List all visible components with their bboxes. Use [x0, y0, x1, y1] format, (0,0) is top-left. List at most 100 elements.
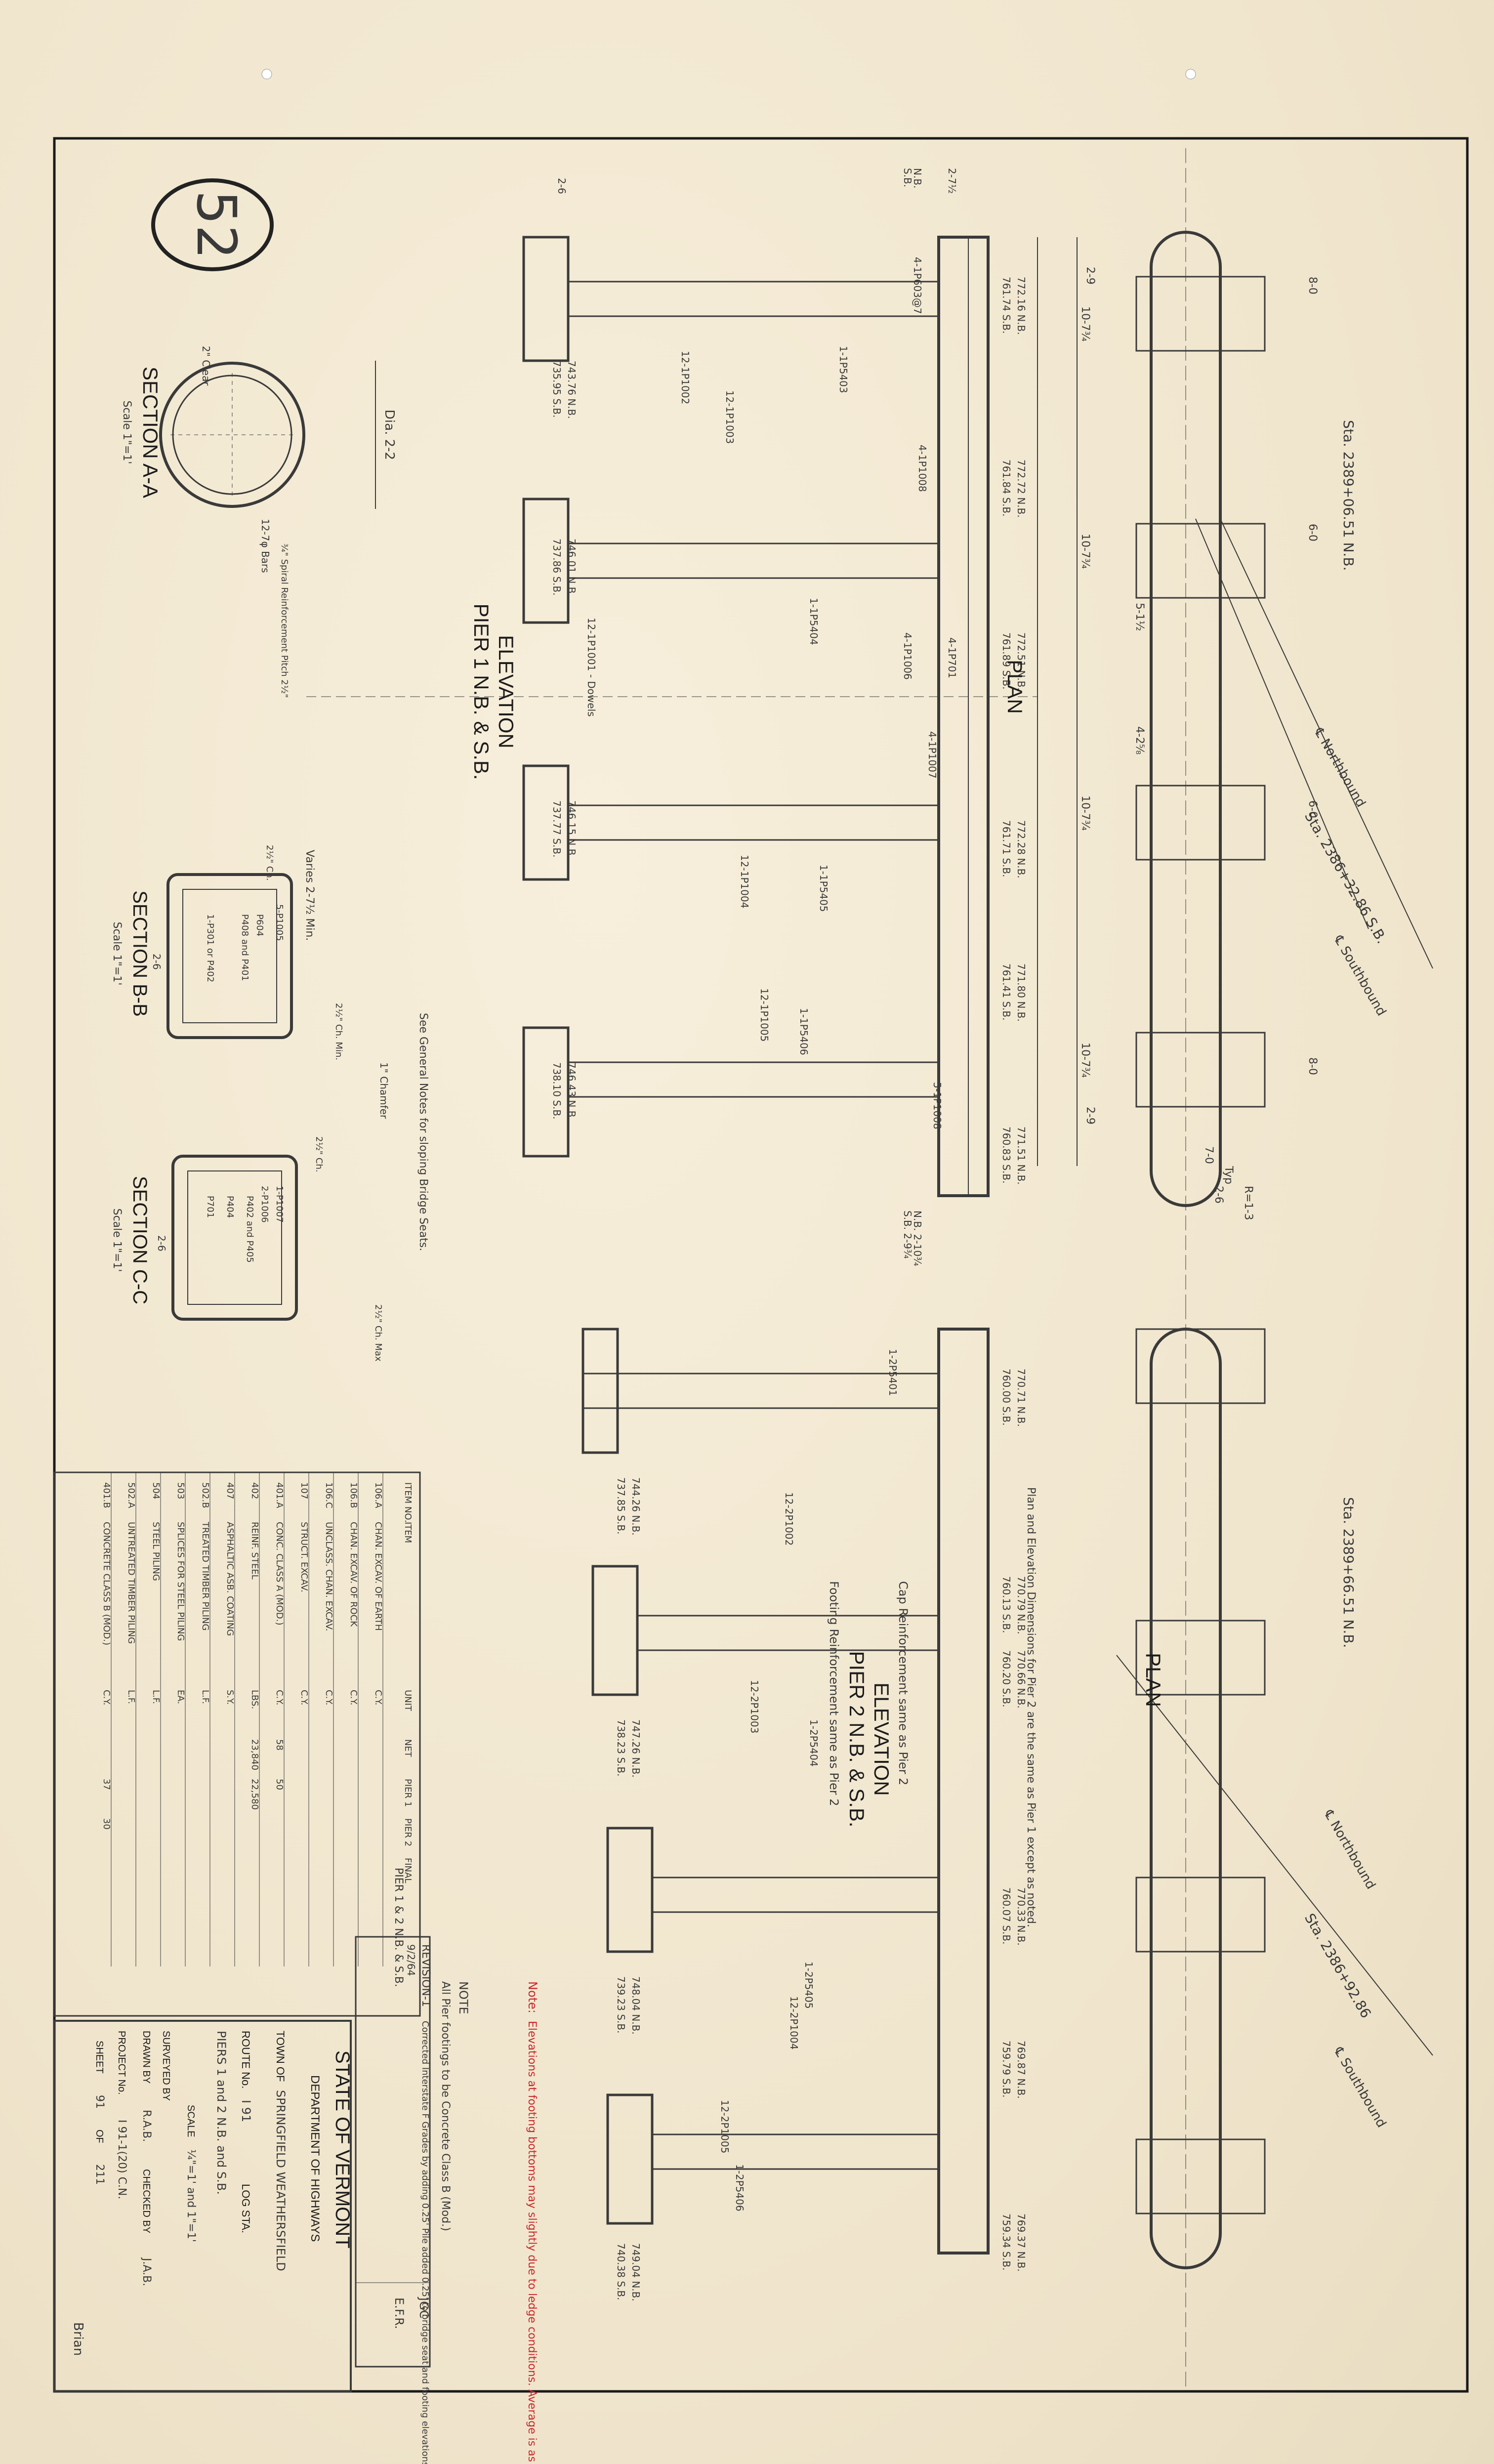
- section-aa-scale: Scale 1"=1': [121, 401, 133, 464]
- section-bb-note: 5-P1005: [274, 904, 285, 941]
- elevation-pier2-subtitle: PIER 2 N.B. & S.B.: [845, 1651, 869, 1827]
- log-label: LOG STA.: [240, 2184, 252, 2233]
- dimension-label: 2-6: [1212, 1186, 1225, 1204]
- bar-callout: 4-1P1008: [916, 445, 928, 492]
- dimension-label: 10-7¾: [1079, 306, 1091, 341]
- bar-callout: 4-1P701: [946, 637, 958, 678]
- elevation-value: 749.04 N.B.: [630, 2243, 642, 2301]
- bar-callout: 12-2P1004: [788, 1996, 800, 2049]
- station-nb: Sta. 2389+06.51 N.B.: [1340, 420, 1357, 571]
- dim-label: N.B.: [912, 168, 923, 188]
- southbound-label: ℄ Southbound: [1330, 933, 1389, 1019]
- surveyed-label: SURVEYED BY: [161, 2031, 171, 2101]
- bar-callout: 12-1P1004: [739, 855, 750, 908]
- dimension-label: 2-9: [1084, 267, 1096, 285]
- bar-callout: 4-1P1007: [926, 731, 938, 779]
- section-aa-note: 12-7φ Bars: [259, 519, 271, 573]
- dimension-label: R=1-3: [1242, 1186, 1254, 1220]
- dimension-label: 8-0: [1306, 1057, 1319, 1075]
- item-name: REINF. STEEL: [249, 1522, 260, 1580]
- dimension-label: 6-0: [1306, 800, 1319, 818]
- dim-label: S.B.: [902, 168, 913, 187]
- section-cc-note: P404: [225, 1196, 235, 1218]
- section-bb-title: SECTION B-B: [129, 890, 151, 1017]
- bar-callout: 12-1P1002: [679, 351, 691, 404]
- section-bb-note: P604: [254, 914, 265, 936]
- title-block: STATE OF VERMONT DEPARTMENT OF HIGHWAYS …: [53, 2020, 353, 2392]
- elevation-value: 746.15 N.B.: [566, 800, 578, 859]
- bar-callout: 4-1P603@7: [912, 257, 923, 314]
- item-no: 106.A: [373, 1482, 383, 1508]
- bar-callout: 1-2P5406: [734, 2164, 746, 2212]
- elevation-value: 769.37 N.B.: [1015, 2213, 1027, 2272]
- station-sb-2: Sta. 2386+92.86: [1301, 1911, 1374, 2021]
- section-aa-note: ¾" Spiral Reinforcement Pitch 2½": [279, 543, 290, 698]
- elevation-value: 744.26 N.B.: [630, 1477, 642, 1536]
- dimension-label: 2-9: [1084, 1107, 1096, 1125]
- table-cell: 50: [274, 1779, 285, 1790]
- route-value: I 91: [239, 2100, 253, 2122]
- bar-callout: 5-1P1008: [931, 1082, 943, 1129]
- section-aa-note: 2" Clear: [200, 346, 212, 386]
- table-header: FINAL: [403, 1858, 413, 1883]
- section-cc-note: 2-P1006: [259, 1186, 270, 1223]
- elevation-value: 759.34 S.B.: [1000, 2213, 1012, 2270]
- item-no: 504: [151, 1482, 161, 1499]
- section-bb-note: Varies 2-7½ Min.: [303, 850, 316, 941]
- red-note-text: Elevations at footing bottoms may slight…: [526, 2021, 538, 2464]
- dimension-label: 10-7¾: [1079, 795, 1091, 831]
- table-header: ITEM: [403, 1522, 413, 1543]
- elevation-pier1-subtitle: PIER 1 N.B. & S.B.: [470, 603, 493, 780]
- trace-initials: Brian: [71, 2322, 85, 2356]
- piling-note-text: All Pier footings to be Concrete Class B…: [439, 1981, 452, 2231]
- section-bb-note: 1" Chamfer: [378, 1062, 390, 1119]
- northbound-label-2: ℄ Northbound: [1321, 1807, 1378, 1892]
- elevation-value: 747.26 N.B.: [630, 1719, 642, 1778]
- elevation-value: 770.33 N.B.: [1015, 1887, 1027, 1946]
- bar-callout: 1-1P5405: [818, 865, 830, 912]
- sheet-border: [53, 137, 1469, 2393]
- bar-callout: 1-2P5405: [803, 1962, 815, 2009]
- town-label: TOWN OF: [274, 2031, 287, 2082]
- dimension-label: 4-2⅝: [1133, 726, 1146, 754]
- section-cc-scale: Scale 1"=1': [111, 1209, 123, 1272]
- project-value: I 91-1(20) C.N.: [116, 2120, 128, 2199]
- of-label: OF: [94, 2130, 105, 2143]
- elevation-value: 771.51 N.B.: [1015, 1127, 1027, 1185]
- plan-pier1-title: PLAN: [1003, 660, 1027, 714]
- dimension-label: 10-7¾: [1079, 1043, 1091, 1078]
- plan-pier2-note: Plan and Elevation Dimensions for Pier 2…: [1025, 1487, 1037, 1927]
- punch-hole: [1185, 69, 1196, 80]
- revision-initials: E.F.R.: [392, 2297, 406, 2329]
- punch-hole: [261, 69, 272, 80]
- table-cell: S.Y.: [225, 1690, 235, 1705]
- elevation-value: 743.76 N.B.: [566, 361, 578, 419]
- dimension-label: Typ: [1222, 1166, 1235, 1184]
- table-cell: C.Y.: [348, 1690, 359, 1705]
- table-header: PIER 2: [403, 1818, 413, 1846]
- plan-pier2-title: PLAN: [1142, 1653, 1165, 1707]
- table-cell: C.Y.: [373, 1690, 383, 1705]
- scale-value: ¼"=1' and 1"=1': [185, 2149, 197, 2242]
- sheet-label: SHEET: [94, 2041, 105, 2074]
- elevation-value: 737.85 S.B.: [615, 1477, 627, 1534]
- revision-label: REVISION-1: [419, 1944, 432, 2007]
- quantities-table: PIER 1 & 2 N.B. & S.B.ITEM NO.ITEMUNITNE…: [53, 1471, 421, 2017]
- item-name: TREATED TIMBER PILING: [200, 1521, 210, 1630]
- table-header: NET: [403, 1739, 413, 1757]
- sheets-total: 211: [93, 2164, 106, 2185]
- sheet-number-circle: 52: [151, 178, 274, 271]
- dimension-label: 10-7¾: [1079, 534, 1091, 569]
- elevation-pier2-note: Cap Reinforcement same as Pier 2: [896, 1581, 910, 1785]
- elevation-value: 761.89 S.B.: [1000, 632, 1012, 689]
- checked-label: CHECKED BY: [141, 2169, 152, 2233]
- red-note: Note: Elevations at footing bottoms may …: [439, 1981, 540, 2464]
- item-no: 502.B: [200, 1482, 210, 1508]
- elevation-value: 761.41 S.B.: [1000, 963, 1012, 1020]
- revision-text: Corrected Interstate F Grades by adding …: [420, 2021, 430, 2464]
- dimension-label: 5-1½: [1133, 603, 1146, 631]
- item-no: 401.A: [274, 1482, 285, 1508]
- bar-callout: 12-1P1001 - Dowels: [585, 618, 597, 717]
